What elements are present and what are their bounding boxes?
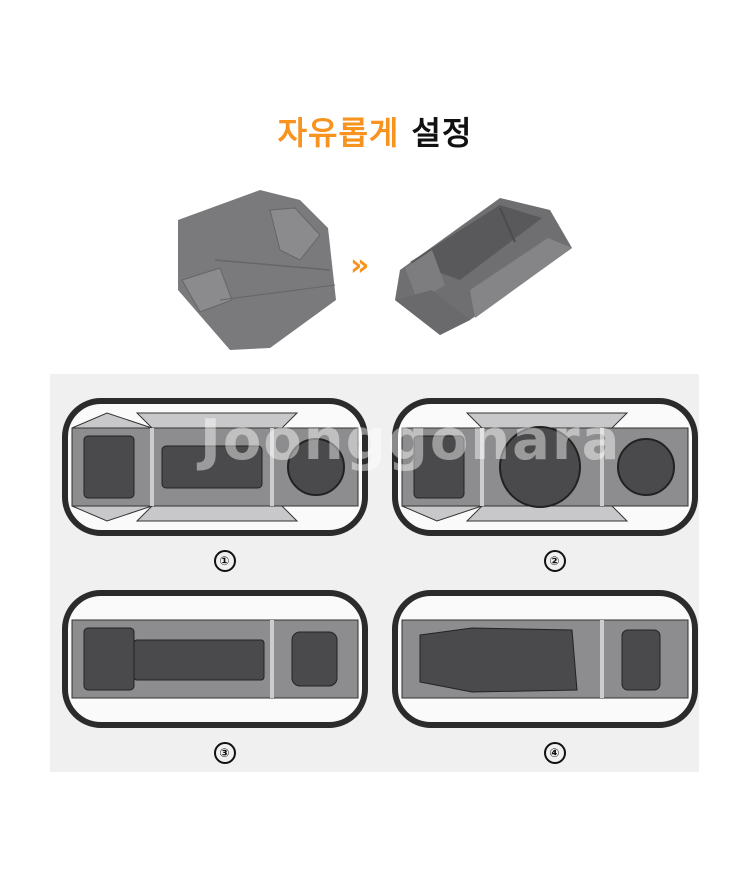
layout-4: ④ (392, 590, 717, 785)
title-rest: 설정 (411, 114, 473, 152)
lens-icon (617, 438, 675, 496)
flash-accessory-icon (291, 631, 338, 687)
layout-2: ② (392, 398, 717, 593)
lens-cap-icon (287, 438, 345, 496)
remote-controller-icon (621, 629, 661, 691)
layout-1: ① (62, 398, 387, 593)
layout-3: ③ (62, 590, 387, 785)
camera-with-lens-icon (83, 627, 265, 691)
layout-number: ② (543, 550, 566, 572)
page-title: 자유롭게 설정 (0, 108, 750, 154)
layout-number: ④ (543, 742, 566, 764)
lens-icon (161, 445, 263, 489)
camera-body-icon (413, 435, 465, 499)
flat-divider-panel-icon (178, 190, 336, 350)
layout-number: ③ (213, 742, 236, 764)
camera-body-icon (83, 435, 135, 499)
double-chevron-right-icon: » (350, 248, 369, 283)
folded-divider-insert-icon (395, 198, 572, 335)
drone-icon (419, 627, 578, 693)
hero-illustration: » (170, 190, 590, 360)
layout-number: ① (213, 550, 236, 572)
large-lens-icon (499, 426, 581, 508)
title-accent: 자유롭게 (277, 114, 400, 152)
